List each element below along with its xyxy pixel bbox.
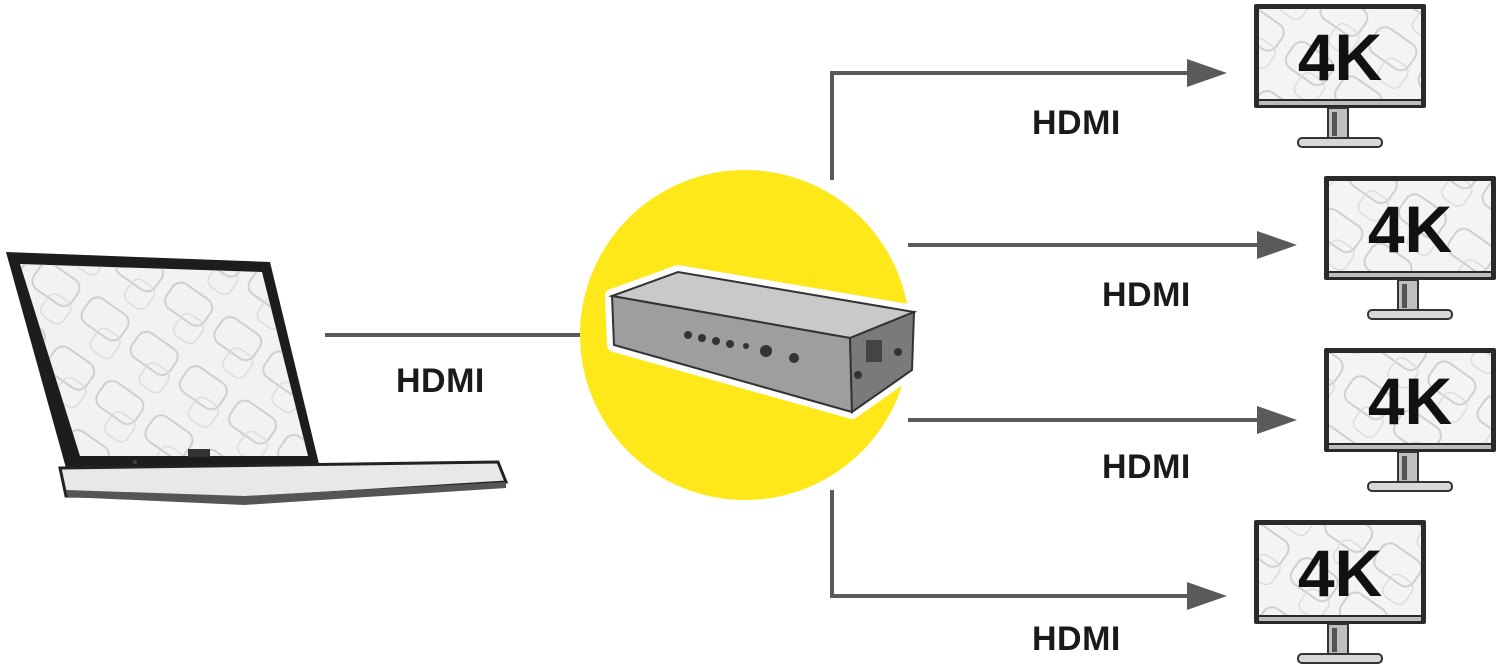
arrow-heads — [1187, 59, 1297, 610]
monitor-icon — [1324, 176, 1496, 320]
arrow-icon — [1187, 59, 1227, 87]
monitor-icon — [1254, 4, 1426, 148]
monitor-3-resolution: 4K — [1367, 364, 1453, 438]
output-3-hdmi-label: HDMI — [1102, 448, 1191, 486]
output-4-hdmi-label: HDMI — [1032, 620, 1121, 658]
monitor-icon — [1254, 520, 1426, 664]
laptop — [6, 252, 509, 505]
output-connection-line-4 — [830, 490, 1200, 598]
arrow-icon — [1257, 406, 1297, 434]
arrow-icon — [1187, 582, 1227, 610]
monitors — [1254, 4, 1496, 664]
connection-lines — [325, 71, 1270, 598]
hdmi-splitter-device-icon — [605, 265, 921, 419]
monitor-2-resolution: 4K — [1367, 192, 1453, 266]
output-2-hdmi-label: HDMI — [1102, 276, 1191, 314]
monitor-1-resolution: 4K — [1297, 20, 1383, 94]
output-1-hdmi-label: HDMI — [1032, 104, 1121, 142]
arrow-icon — [1257, 231, 1297, 259]
monitor-4-resolution: 4K — [1297, 536, 1383, 610]
output-connection-line-1 — [830, 71, 1200, 180]
monitor-icon — [1324, 348, 1496, 492]
input-hdmi-label: HDMI — [396, 362, 485, 400]
